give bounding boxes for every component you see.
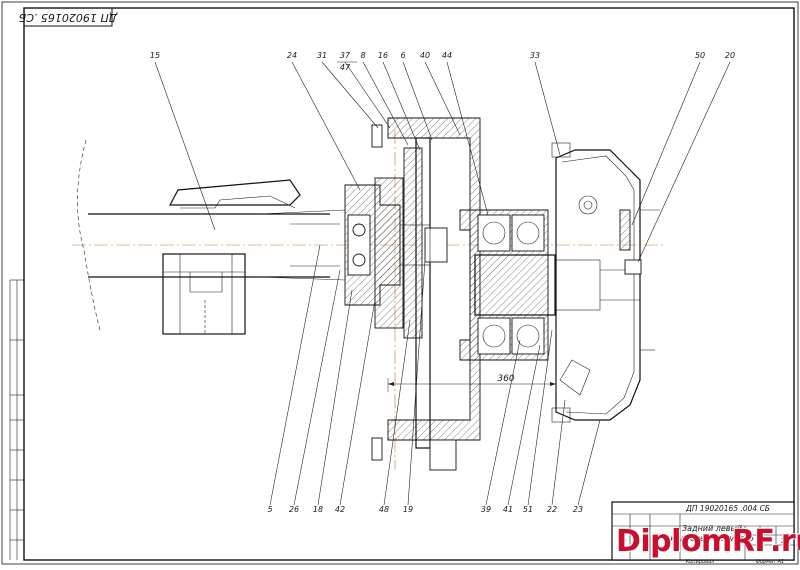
dimension-main xyxy=(387,378,557,392)
format-label: Формат А1 xyxy=(756,559,784,565)
title-drawing-code: ДП 19020165 .004 СБ xyxy=(685,504,770,513)
stamp-code-rotated: ДП 19020165 .СБ xyxy=(19,11,119,24)
copied-label: Копировал xyxy=(686,559,715,565)
callout-47: 47 xyxy=(340,63,351,72)
hub-bearings xyxy=(344,184,448,306)
axle-housing xyxy=(77,139,346,335)
output-housing xyxy=(459,209,640,361)
title-block xyxy=(611,501,795,561)
callouts-bottom: 5 26 18 42 48 19 39 41 51 22 23 xyxy=(267,505,583,514)
callout-18: 18 xyxy=(313,505,323,514)
dimension-360-label: 360 xyxy=(497,374,514,384)
callout-31: 31 xyxy=(317,51,327,60)
callout-40: 40 xyxy=(420,51,430,60)
leaders-bottom xyxy=(269,244,601,506)
callout-23: 23 xyxy=(573,505,583,514)
callout-44: 44 xyxy=(442,51,452,60)
callout-22: 22 xyxy=(547,505,557,514)
callout-6: 6 xyxy=(400,51,405,60)
watermark-logo: DiplomRF.ru xyxy=(612,522,800,566)
callout-20: 20 xyxy=(725,51,735,60)
callout-8: 8 xyxy=(360,51,365,60)
callouts-top: 15 24 31 37 47 8 16 6 40 44 33 50 20 xyxy=(150,51,735,72)
inner-frame xyxy=(23,7,795,561)
callout-19: 19 xyxy=(403,505,413,514)
left-margin-strip xyxy=(9,279,24,560)
callout-24: 24 xyxy=(287,51,297,60)
callout-42: 42 xyxy=(335,505,345,514)
leaders-top xyxy=(154,61,731,263)
callout-5: 5 xyxy=(267,505,272,514)
stamp-box xyxy=(23,7,113,27)
gear-case-cover xyxy=(551,142,660,423)
title-name-line1: Задний левый xyxy=(682,524,742,533)
callout-51: 51 xyxy=(523,505,533,514)
callout-26: 26 xyxy=(289,505,299,514)
callout-41: 41 xyxy=(503,505,513,514)
callout-39: 39 xyxy=(481,505,491,514)
callout-50: 50 xyxy=(695,51,705,60)
callout-16: 16 xyxy=(378,51,388,60)
watermark-text: DiplomRF.ru xyxy=(616,524,800,559)
callout-48: 48 xyxy=(379,505,389,514)
brake-drum xyxy=(371,117,481,471)
callout-37: 37 xyxy=(340,51,351,60)
callout-15: 15 xyxy=(150,51,160,60)
sheet-total: 11 xyxy=(781,537,790,545)
title-name-line2: колесный редуктор xyxy=(670,534,753,543)
callout-33: 33 xyxy=(530,51,540,60)
